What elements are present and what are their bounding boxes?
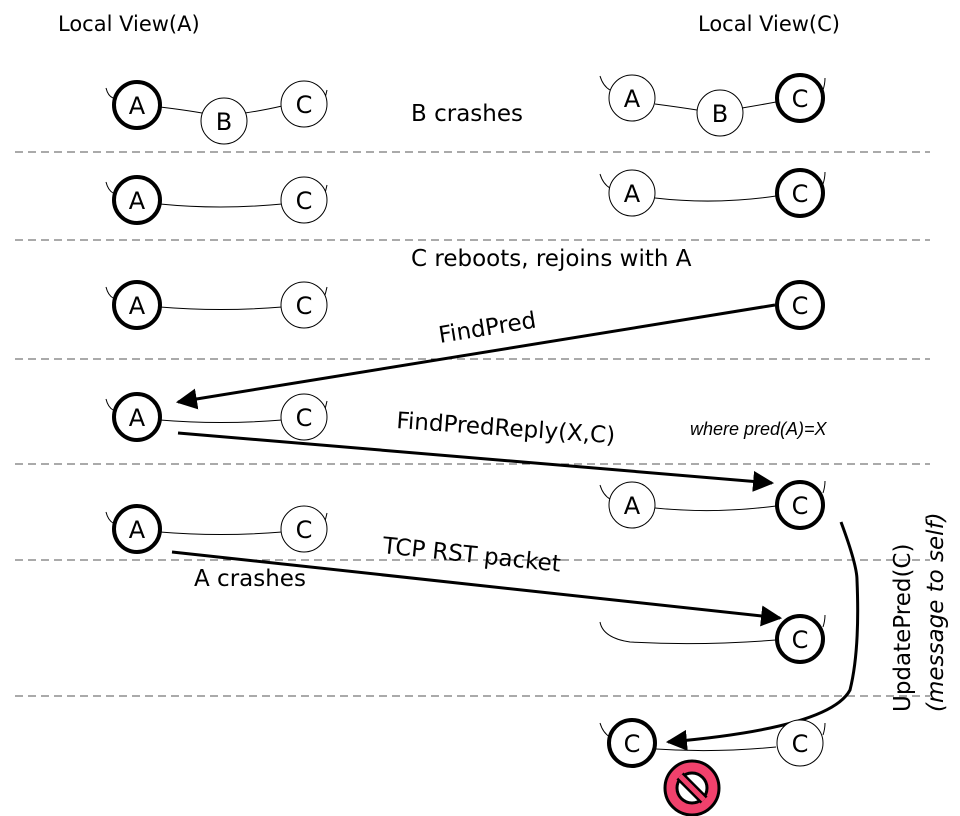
update-pred-arrow — [665, 521, 860, 751]
node-a-bold: A — [112, 504, 162, 554]
msg-update-pred-note: (message to self) — [923, 512, 949, 712]
prohibited-icon — [663, 759, 721, 816]
node-c: C — [776, 719, 824, 767]
node-c-bold: C — [775, 73, 825, 123]
svg-text:C: C — [792, 492, 809, 520]
header-local-view-c: Local View(C) — [698, 12, 840, 36]
node-c: C — [280, 176, 328, 224]
svg-text:C: C — [792, 85, 809, 113]
msg-tcp-rst: TCP RST packet — [380, 533, 562, 578]
svg-text:B: B — [216, 108, 232, 136]
svg-text:C: C — [792, 626, 809, 654]
header-local-view-a: Local View(A) — [58, 12, 200, 36]
tcp-rst-arrow — [171, 550, 783, 627]
row-2-right-ring — [599, 171, 826, 202]
node-a-bold: A — [112, 280, 162, 330]
node-a: A — [608, 74, 656, 122]
svg-text:C: C — [296, 292, 313, 320]
svg-text:A: A — [624, 85, 641, 113]
svg-text:C: C — [792, 730, 809, 758]
find-pred-reply-arrow — [177, 431, 775, 492]
node-c: C — [280, 281, 328, 329]
node-c-bold: C — [775, 168, 825, 218]
row-5-right-ring — [599, 480, 826, 512]
node-c: C — [280, 505, 328, 553]
node-c: C — [280, 80, 328, 128]
event-b-crashes: B crashes — [411, 101, 523, 127]
svg-text:C: C — [296, 516, 313, 544]
svg-text:C: C — [624, 730, 641, 758]
svg-text:A: A — [624, 492, 641, 520]
svg-text:C: C — [296, 404, 313, 432]
msg-update-pred: UpdatePred(C) — [890, 544, 916, 712]
event-a-crashes: A crashes — [194, 566, 306, 592]
phase-dividers — [15, 151, 930, 697]
svg-text:A: A — [624, 180, 641, 208]
node-c-bold: C — [775, 614, 825, 664]
node-a-bold: A — [112, 80, 162, 130]
svg-text:A: A — [129, 292, 146, 320]
find-pred-arrow — [175, 303, 776, 410]
svg-text:C: C — [296, 187, 313, 215]
svg-text:C: C — [792, 180, 809, 208]
update-pred-label-group: UpdatePred(C) (message to self) — [890, 512, 949, 712]
node-a: A — [608, 481, 656, 529]
node-c-bold: C — [775, 280, 825, 330]
node-b: B — [200, 97, 248, 145]
event-c-reboots: C reboots, rejoins with A — [411, 246, 692, 272]
node-c: C — [280, 393, 328, 441]
svg-text:A: A — [129, 92, 146, 120]
svg-text:B: B — [712, 100, 728, 128]
row-6-right-ring — [599, 614, 826, 645]
msg-find-pred-reply: FindPredReply(X,C) — [396, 408, 616, 449]
node-c-bold: C — [607, 718, 657, 768]
svg-text:A: A — [129, 187, 146, 215]
node-a-bold: A — [112, 175, 162, 225]
node-a-bold: A — [112, 392, 162, 442]
svg-text:C: C — [296, 91, 313, 119]
note-where-pred: where pred(A)=X — [690, 419, 828, 439]
svg-text:A: A — [129, 516, 146, 544]
msg-find-pred: FindPred — [437, 308, 538, 349]
node-b: B — [696, 89, 744, 137]
node-c-bold: C — [775, 480, 825, 530]
svg-text:A: A — [129, 404, 146, 432]
svg-text:C: C — [792, 292, 809, 320]
node-a: A — [608, 169, 656, 217]
